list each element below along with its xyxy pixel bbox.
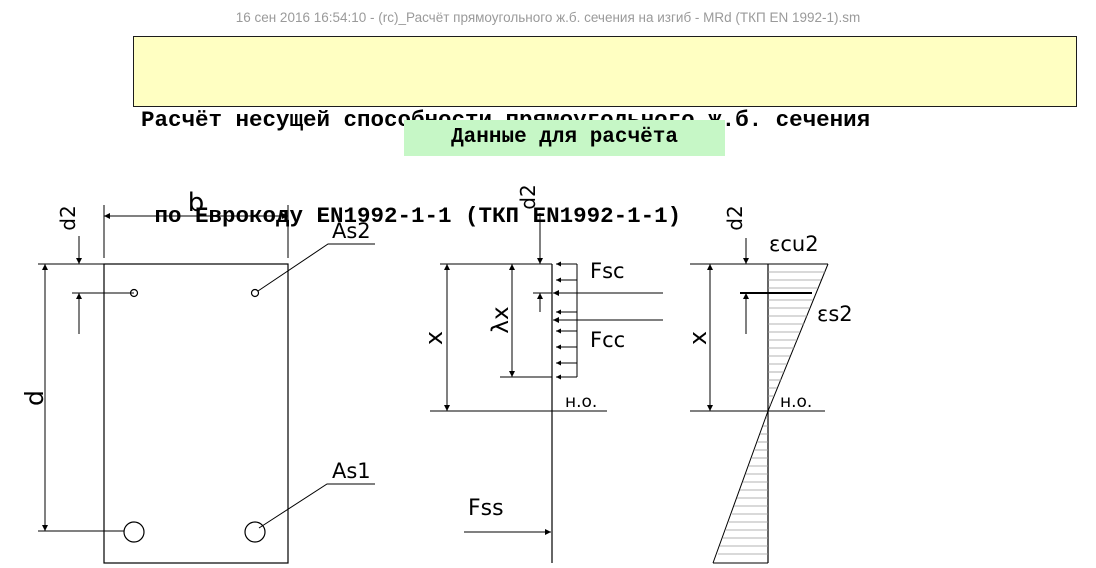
- strain-diagram: [690, 238, 829, 564]
- top-bar-label: As2: [332, 219, 371, 243]
- bottom-bar-right: [244, 521, 266, 543]
- width-label: b: [188, 188, 205, 218]
- strain-profile: [712, 263, 829, 564]
- strain-neutral-axis-label: н.о.: [780, 392, 812, 412]
- cross-section-drawing: [38, 205, 375, 564]
- as1-leader: [258, 483, 375, 529]
- as2-leader: [257, 243, 375, 292]
- forces-diagram: [430, 213, 663, 563]
- depth-label: d: [20, 390, 49, 406]
- top-bar-right: [250, 288, 260, 298]
- fcc-label: Fcc: [590, 328, 625, 352]
- document-header: 16 сен 2016 16:54:10 - (rc)_Расчёт прямо…: [235, 10, 861, 25]
- forces-height-label: x: [420, 331, 448, 345]
- concrete-strain-label: εcu2: [769, 232, 819, 256]
- cover-label: d2: [56, 205, 80, 230]
- strain-hatching: [718, 271, 825, 555]
- section-heading: Данные для расчёта: [404, 120, 725, 156]
- top-bar-left: [129, 288, 139, 298]
- bottom-bar-left: [123, 521, 145, 543]
- fss-label: Fss: [468, 496, 504, 521]
- strain-height-label: x: [684, 331, 712, 345]
- lambda-x-label: λx: [488, 306, 514, 333]
- forces-neutral-axis-label: н.о.: [565, 392, 597, 412]
- fsc-label: Fsc: [590, 259, 625, 283]
- steel-strain-label: εs2: [817, 302, 853, 326]
- strain-cover-label: d2: [723, 205, 747, 230]
- forces-cover-label: d2: [516, 184, 540, 209]
- bottom-bar-label: As1: [332, 459, 371, 483]
- section-outline: [103, 263, 289, 564]
